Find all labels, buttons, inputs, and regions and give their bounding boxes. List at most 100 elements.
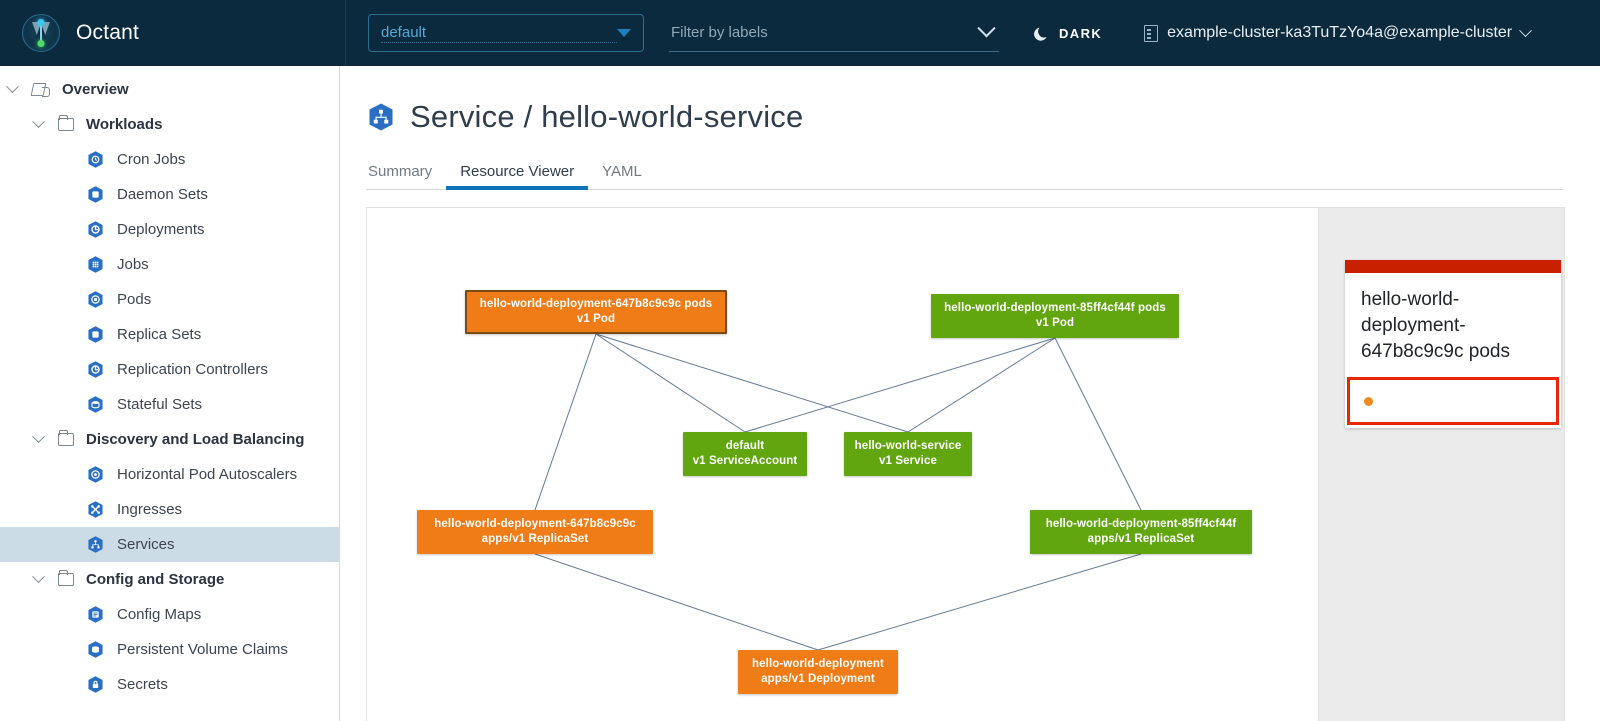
tab-resource-viewer[interactable]: Resource Viewer xyxy=(446,163,589,190)
sidebar-item-services[interactable]: Services xyxy=(0,527,339,562)
graph-node-kind: apps/v1 ReplicaSet xyxy=(1087,533,1195,545)
sidebar-item-label: Secrets xyxy=(117,676,168,693)
graph-node-name: hello-world-deployment-647b8c9c9c pods xyxy=(479,298,713,310)
sidebar-item-secrets[interactable]: Secrets xyxy=(0,667,339,702)
graph-node-name: default xyxy=(725,440,765,452)
sidebar-item-cron-jobs[interactable]: Cron Jobs xyxy=(0,142,339,177)
sidebar-item-stateful-sets[interactable]: Stateful Sets xyxy=(0,387,339,422)
sidebar-item-workloads[interactable]: Workloads xyxy=(0,107,339,142)
sidebar-item-label: Daemon Sets xyxy=(117,186,208,203)
graph-node-name: hello-world-deployment-85ff4cf44f xyxy=(1045,518,1237,530)
selected-node-card[interactable]: hello-world-deployment-647b8c9c9c pods xyxy=(1345,260,1561,428)
k8s-pod-icon xyxy=(86,290,105,309)
chevron-down-icon[interactable] xyxy=(6,80,19,94)
graph-node-name: hello-world-deployment xyxy=(752,658,884,670)
graph-node-kind: apps/v1 Deployment xyxy=(761,673,875,685)
sidebar-item-overview[interactable]: Overview xyxy=(0,72,339,107)
sidebar-item-label: Cron Jobs xyxy=(117,151,186,168)
sidebar-item-deployments[interactable]: Deployments xyxy=(0,212,339,247)
folder-icon xyxy=(58,115,74,131)
sidebar-item-label: Services xyxy=(117,536,175,553)
label-filter-input[interactable]: Filter by labels xyxy=(669,14,999,52)
theme-toggle-label: DARK xyxy=(1059,25,1103,41)
graph-node-name: hello-world-service xyxy=(854,440,962,452)
sidebar-item-label: Replica Sets xyxy=(117,326,202,343)
graph-node-kind: apps/v1 ReplicaSet xyxy=(481,533,589,545)
sidebar-item-persistent-volume-claims[interactable]: Persistent Volume Claims xyxy=(0,632,339,667)
chevron-down-icon[interactable] xyxy=(32,430,45,444)
tab-summary[interactable]: Summary xyxy=(368,163,433,180)
resource-graph-canvas[interactable]: hello-world-deployment-647b8c9c9c pods v1… xyxy=(367,208,1319,721)
sidebar-item-label: Deployments xyxy=(117,221,205,238)
chevron-down-icon[interactable] xyxy=(32,570,45,584)
namespace-value: default xyxy=(381,24,617,43)
k8s-job-icon xyxy=(86,255,105,274)
graph-node-rs-85f[interactable]: hello-world-deployment-85ff4cf44f apps/v1… xyxy=(1030,510,1252,554)
sidebar-item-label: Ingresses xyxy=(117,501,183,518)
k8s-replicaset-icon xyxy=(86,325,105,344)
moon-icon xyxy=(1033,25,1050,42)
graph-node-sa-default[interactable]: default v1 ServiceAccount xyxy=(683,432,807,476)
sidebar-item-label: Jobs xyxy=(117,256,149,273)
sidebar-item-jobs[interactable]: Jobs xyxy=(0,247,339,282)
graph-side-panel: hello-world-deployment-647b8c9c9c pods xyxy=(1318,208,1564,721)
sidebar-item-label: Config Maps xyxy=(117,606,202,623)
warning-status-dot xyxy=(1364,396,1373,406)
tab-bar: Summary Resource Viewer YAML xyxy=(366,157,1563,190)
namespace-select[interactable]: default xyxy=(368,14,644,52)
graph-node-pods-85f[interactable]: hello-world-deployment-85ff4cf44f pods v1… xyxy=(931,294,1179,338)
cluster-icon xyxy=(1144,24,1159,42)
cluster-selector[interactable]: example-cluster-ka3TuTzYo4a@example-clus… xyxy=(1144,23,1533,42)
k8s-hpa-icon xyxy=(86,465,105,484)
resource-viewer-content: hello-world-deployment-647b8c9c9c pods v1… xyxy=(366,207,1565,721)
graph-node-kind: v1 ServiceAccount xyxy=(692,455,798,467)
sidebar-item-label: Pods xyxy=(117,291,152,308)
card-accent-bar xyxy=(1345,260,1561,273)
k8s-daemonset-icon xyxy=(86,185,105,204)
brand-name: Octant xyxy=(76,21,140,44)
k8s-cronjob-icon xyxy=(86,150,105,169)
brand[interactable]: Octant xyxy=(0,0,346,66)
graph-node-rs-647[interactable]: hello-world-deployment-647b8c9c9c apps/v1… xyxy=(417,510,653,554)
sidebar-item-label: Overview xyxy=(62,81,129,98)
k8s-pvc-icon xyxy=(86,640,105,659)
sidebar-item-label: Replication Controllers xyxy=(117,361,268,378)
sidebar-item-label: Config and Storage xyxy=(86,571,225,588)
tab-yaml[interactable]: YAML xyxy=(602,163,642,180)
sidebar-item-config-maps[interactable]: Config Maps xyxy=(0,597,339,632)
sidebar-item-label: Workloads xyxy=(86,116,163,133)
sidebar-item-discovery-and-load-balancing[interactable]: Discovery and Load Balancing xyxy=(0,422,339,457)
label-filter-placeholder: Filter by labels xyxy=(671,24,768,41)
card-title: hello-world-deployment-647b8c9c9c pods xyxy=(1361,289,1510,362)
k8s-configmap-icon xyxy=(86,605,105,624)
sidebar-item-label: Horizontal Pod Autoscalers xyxy=(117,466,298,483)
sidebar-item-replica-sets[interactable]: Replica Sets xyxy=(0,317,339,352)
sidebar-item-ingresses[interactable]: Ingresses xyxy=(0,492,339,527)
k8s-secret-icon xyxy=(86,675,105,694)
chevron-down-icon xyxy=(977,19,996,38)
overview-icon xyxy=(32,82,51,97)
sidebar-item-pods[interactable]: Pods xyxy=(0,282,339,317)
k8s-service-icon xyxy=(86,535,105,554)
sidebar-item-replication-controllers[interactable]: Replication Controllers xyxy=(0,352,339,387)
folder-icon xyxy=(58,570,74,586)
graph-node-name: hello-world-deployment-85ff4cf44f pods xyxy=(944,302,1166,314)
app-header: Octant default Filter by labels DARK exa… xyxy=(0,0,1600,66)
k8s-ingress-icon xyxy=(86,500,105,519)
k8s-replicationcontroller-icon xyxy=(86,360,105,379)
graph-node-dep-hello[interactable]: hello-world-deployment apps/v1 Deployment xyxy=(738,650,898,694)
theme-toggle[interactable]: DARK xyxy=(1033,25,1102,42)
k8s-statefulset-icon xyxy=(86,395,105,414)
graph-node-name: hello-world-deployment-647b8c9c9c xyxy=(434,518,636,530)
sidebar-item-config-and-storage[interactable]: Config and Storage xyxy=(0,562,339,597)
chevron-down-icon[interactable] xyxy=(32,115,45,129)
caret-down-icon xyxy=(617,29,631,37)
folder-icon xyxy=(58,430,74,446)
sidebar-item-horizontal-pod-autoscalers[interactable]: Horizontal Pod Autoscalers xyxy=(0,457,339,492)
graph-node-kind: v1 Pod xyxy=(1035,317,1075,329)
sidebar-item-daemon-sets[interactable]: Daemon Sets xyxy=(0,177,339,212)
